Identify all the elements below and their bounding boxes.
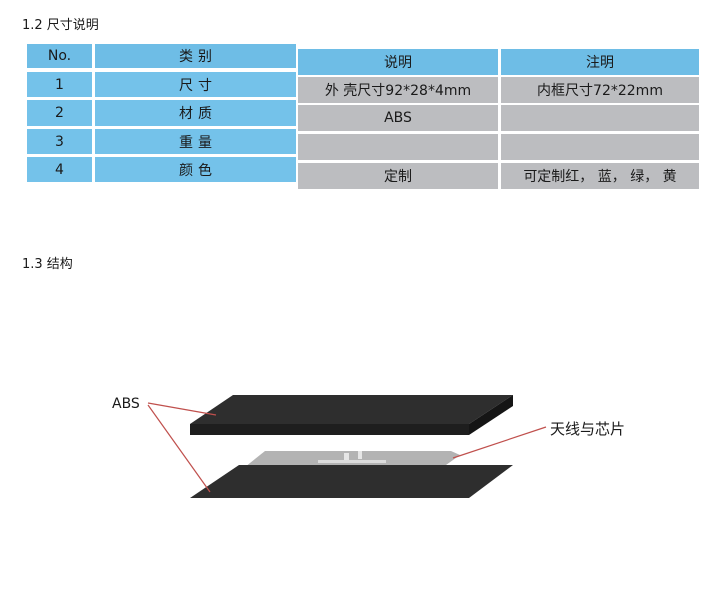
table-header-description: 说明 — [298, 49, 498, 75]
table-header-category: 类别 — [95, 44, 296, 68]
table-cell-description-3 — [298, 134, 498, 160]
abs-leader-line-bottom — [147, 404, 211, 493]
antenna-chip-label: 天线与芯片 — [550, 420, 625, 438]
table-cell-note-1: 内框尺寸72*22mm — [501, 77, 699, 103]
table-cell-category-3: 重量 — [95, 129, 296, 154]
table-cell-note-4: 可定制红， 蓝， 绿， 黄 — [501, 163, 699, 189]
table-header-note: 注明 — [501, 49, 699, 75]
chip-slot — [318, 460, 386, 463]
top-abs-layer-top — [190, 395, 513, 424]
table-cell-no-3: 3 — [27, 129, 92, 154]
table-cell-category-2: 材质 — [95, 100, 296, 126]
chip-leader-line — [452, 426, 547, 459]
section-heading-structure: 1.3 结构 — [22, 257, 73, 272]
table-header-no: No. — [27, 44, 92, 68]
chip-notch-right — [358, 451, 362, 459]
table-cell-no-1: 1 — [27, 72, 92, 97]
table-cell-description-4: 定制 — [298, 163, 498, 189]
bottom-abs-layer — [190, 465, 513, 498]
table-cell-note-2 — [501, 105, 699, 131]
abs-label: ABS — [112, 396, 140, 412]
table-cell-note-3 — [501, 134, 699, 160]
top-abs-layer-side — [469, 395, 513, 435]
table-cell-category-4: 颜色 — [95, 157, 296, 182]
table-cell-no-2: 2 — [27, 100, 92, 126]
table-cell-no-4: 4 — [27, 157, 92, 182]
section-heading-dimensions: 1.2 尺寸说明 — [22, 18, 99, 33]
table-cell-description-1: 外 壳尺寸92*28*4mm — [298, 77, 498, 103]
chip-notch-left — [344, 453, 349, 460]
table-cell-category-1: 尺寸 — [95, 72, 296, 97]
top-abs-layer-front — [190, 424, 469, 435]
table-cell-description-2: ABS — [298, 105, 498, 131]
abs-leader-line-top — [147, 402, 217, 416]
